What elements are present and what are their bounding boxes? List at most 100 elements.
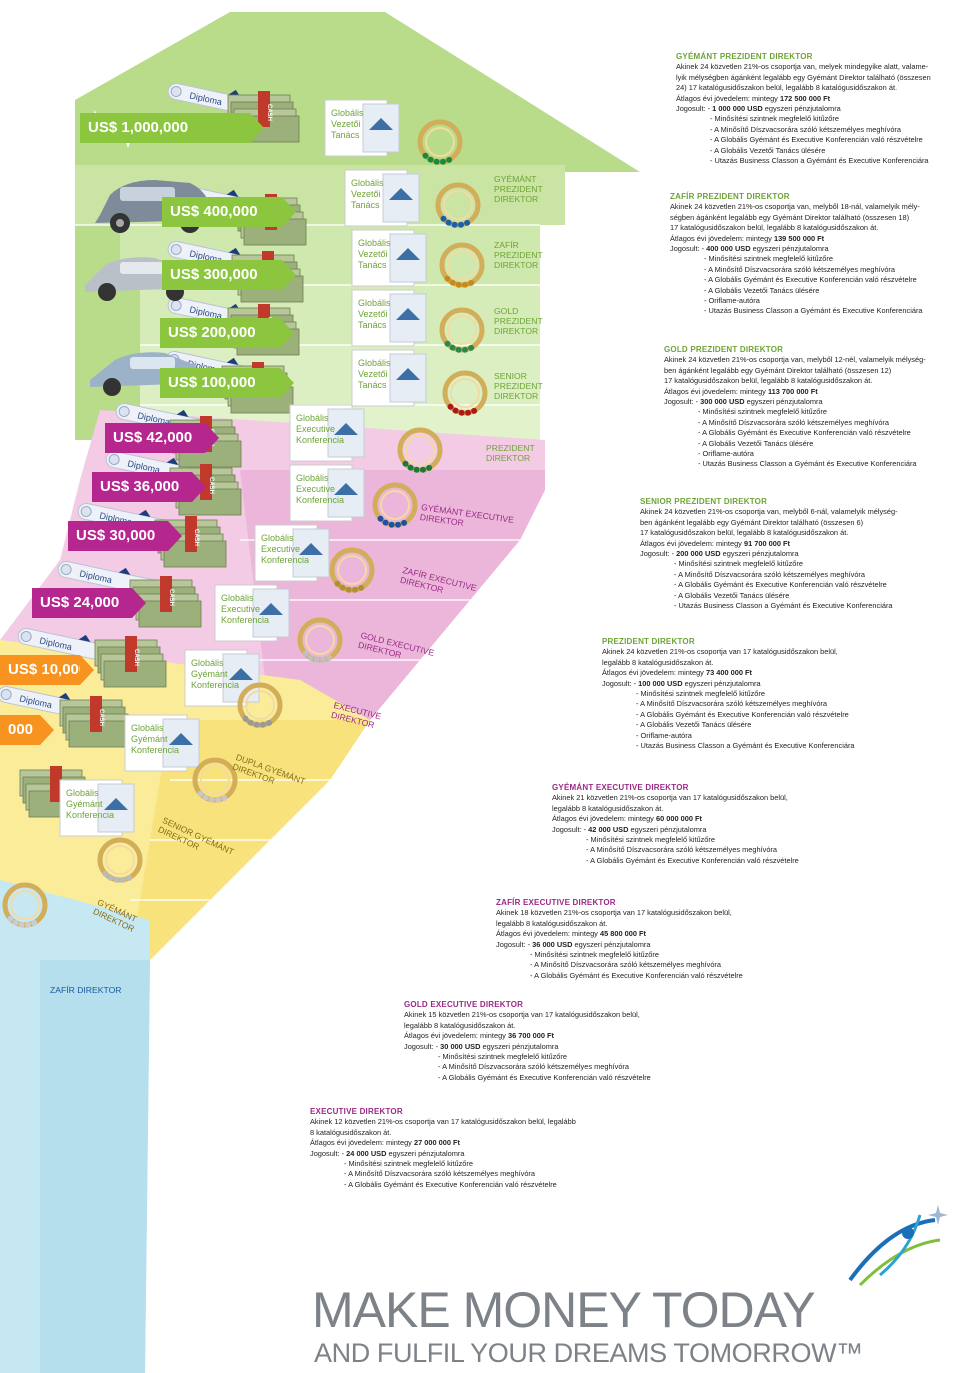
banner-arrow-tip xyxy=(80,655,94,685)
banner-arrow-tip xyxy=(250,113,264,143)
perk-item: A Minősítő Díszvacsorára szóló kétszemél… xyxy=(674,570,898,580)
level-requirement-line: Akinek 12 közvetlen 21%-os csoportja van… xyxy=(310,1117,576,1127)
reward-card-line: Globális xyxy=(261,533,294,543)
reward-card-line: Executive xyxy=(261,544,300,554)
slogan-line-1: MAKE MONEY TODAY xyxy=(312,1282,816,1338)
level-requirement-line: Akinek 24 közvetlen 21%-os csoportja van… xyxy=(640,507,898,517)
reward-card-line: Executive xyxy=(296,484,335,494)
level-block: Gold prezident direktorAkinek 24 közvetl… xyxy=(664,345,926,470)
perk-item: Utazás Business Classon a Gyémánt és Exe… xyxy=(636,741,855,751)
level-requirement-line: legalább 8 katalógusidőszakon át. xyxy=(496,918,608,928)
ring-group xyxy=(2,119,488,928)
bonus-value: 30 000 USD xyxy=(440,1041,481,1051)
level-requirement-line: legalább 8 katalógusidőszakon át. xyxy=(602,657,714,667)
perk-item: Utazás Business Classon a Gyémánt és Exe… xyxy=(674,601,898,611)
cash-stack-icon: CASH xyxy=(129,576,202,628)
level-requirement-line: 17 katalógusidőszakon belül, legalább 8 … xyxy=(670,223,879,233)
amount-text: 000 xyxy=(8,721,34,738)
perk-list: Minősítési szintnek megfelelő kitűzőreA … xyxy=(640,559,898,611)
reward-card-line: Globális xyxy=(131,723,164,733)
level-title: Zafír executive direktor xyxy=(496,898,616,907)
bonus-value: 200 000 USD xyxy=(676,549,721,559)
amount-text: US$ 100,000 xyxy=(168,374,256,391)
perk-item: Utazás Business Classon a Gyémánt és Exe… xyxy=(698,459,926,469)
ring-icon xyxy=(439,242,485,288)
amount-text: US$ 36,000 xyxy=(100,478,180,495)
level-income-line: Átlagos évi jövedelem: mintegy 36 700 00… xyxy=(404,1031,651,1041)
ring-icon xyxy=(439,307,485,353)
dancing-figure-logo xyxy=(848,1205,948,1287)
reward-card-line: Vezetői xyxy=(351,189,381,199)
stair-tag: Gyémánt prezident direktor xyxy=(494,174,543,204)
level-block: Gyémánt executive direktorAkinek 21 közv… xyxy=(552,783,799,866)
ring-icon xyxy=(2,882,48,928)
amount-banner: US$ 400,000 xyxy=(162,197,296,227)
level-income-line: Átlagos évi jövedelem: mintegy 60 000 00… xyxy=(552,814,799,824)
level-block: Gold executive direktorAkinek 15 közvetl… xyxy=(404,1000,651,1083)
bonus-label: Jogosult: - xyxy=(664,397,699,407)
reward-card-line: Tanács xyxy=(358,260,387,270)
cyan-stairs-shade xyxy=(40,960,150,1373)
reward-card-line: Globális xyxy=(221,593,254,603)
perk-item: A Globális Gyémánt és Executive Konferen… xyxy=(710,135,931,145)
banner-arrow-tip xyxy=(40,715,54,745)
reward-card-line: Globális xyxy=(296,413,329,423)
perk-item: Minősítési szintnek megfelelő kitűzőre xyxy=(344,1159,576,1169)
perk-item: A Minősítő Díszvacsorára szóló kétszemél… xyxy=(438,1062,651,1072)
reward-card-line: Tanács xyxy=(351,200,380,210)
reward-card-line: Globális xyxy=(358,238,391,248)
stair-tag: Gold prezident direktor xyxy=(494,306,543,336)
perk-item: A Minősítő Díszvacsorára szóló kétszemél… xyxy=(704,265,923,275)
reward-card-line: Globális xyxy=(296,473,329,483)
level-bonus-line: Jogosult: - 42 000 USD egyszeri pénzjuta… xyxy=(552,825,799,835)
reward-card-line: Konferencia xyxy=(66,810,114,820)
perk-list: Minősítési szintnek megfelelő kitűzőreA … xyxy=(552,835,799,866)
perk-item: A Minősítő Díszvacsorára szóló kétszemél… xyxy=(710,125,931,135)
income-value: 45 800 000 Ft xyxy=(599,929,646,939)
level-bonus-line: Jogosult: - 24 000 USD egyszeri pénzjuta… xyxy=(310,1149,576,1159)
income-label: Átlagos évi jövedelem: mintegy xyxy=(552,814,654,824)
reward-card-line: Vezetői xyxy=(358,369,388,379)
cash-label: CASH xyxy=(133,649,139,666)
amount-banner: US$ 10,000 xyxy=(0,655,94,685)
perk-item: A Globális Vezetői Tanács ülésére xyxy=(704,286,923,296)
reward-card-line: Konferencia xyxy=(296,435,344,445)
bonus-value: 42 000 USD xyxy=(588,824,629,834)
level-requirement-line: Akinek 21 közvetlen 21%-os csoportja van… xyxy=(552,793,788,803)
level-income-line: Átlagos évi jövedelem: mintegy 172 500 0… xyxy=(676,94,931,104)
level-income-line: Átlagos évi jövedelem: mintegy 27 000 00… xyxy=(310,1138,576,1148)
perk-item: A Globális Vezetői Tanács ülésére xyxy=(636,720,855,730)
amount-banner: US$ 30,000 xyxy=(68,521,182,551)
income-label: Átlagos évi jövedelem: mintegy xyxy=(310,1138,412,1148)
bonus-rest: egyszeri pénzjutalomra xyxy=(482,1041,559,1051)
perk-item: A Globális Gyémánt és Executive Konferen… xyxy=(674,580,898,590)
level-title: Gold prezident direktor xyxy=(664,345,784,354)
income-value: 60 000 000 Ft xyxy=(655,814,702,824)
level-bonus-line: Jogosult: - 200 000 USD egyszeri pénzjut… xyxy=(640,549,898,559)
amount-text: US$ 10,000 xyxy=(8,661,88,678)
bonus-rest: egyszeri pénzjutalomra xyxy=(764,104,841,114)
bonus-label: Jogosult: - xyxy=(496,939,531,949)
bonus-value: 1 000 000 USD xyxy=(712,104,763,114)
perk-item: Minősítési szintnek megfelelő kitűzőre xyxy=(698,407,926,417)
level-block: Senior prezident direktorAkinek 24 közve… xyxy=(640,497,898,611)
cash-label: CASH xyxy=(98,709,104,726)
level-requirement-line: 17 katalógusidőszakon belül, legalább 8 … xyxy=(664,376,873,386)
perk-item: A Minősítő Díszvacsorára szóló kétszemél… xyxy=(586,845,799,855)
bonus-value: 36 000 USD xyxy=(532,939,573,949)
level-requirement-line: 17 katalógusidőszakon belül, legalább 8 … xyxy=(640,528,849,538)
level-title: Gyémánt executive direktor xyxy=(552,783,689,792)
level-income-line: Átlagos évi jövedelem: mintegy 91 700 00… xyxy=(640,539,898,549)
perk-item: A Globális Gyémánt és Executive Konferen… xyxy=(636,710,855,720)
income-value: 36 700 000 Ft xyxy=(507,1031,554,1041)
perk-list: Minősítési szintnek megfelelő kitűzőreA … xyxy=(310,1159,576,1190)
reward-card-line: Tanács xyxy=(358,320,387,330)
ring-icon xyxy=(435,182,481,228)
reward-card-line: Globális xyxy=(331,108,364,118)
banner-arrow-tip xyxy=(192,472,206,502)
banner-arrow-tip xyxy=(205,423,219,453)
amount-text: US$ 300,000 xyxy=(170,266,258,283)
